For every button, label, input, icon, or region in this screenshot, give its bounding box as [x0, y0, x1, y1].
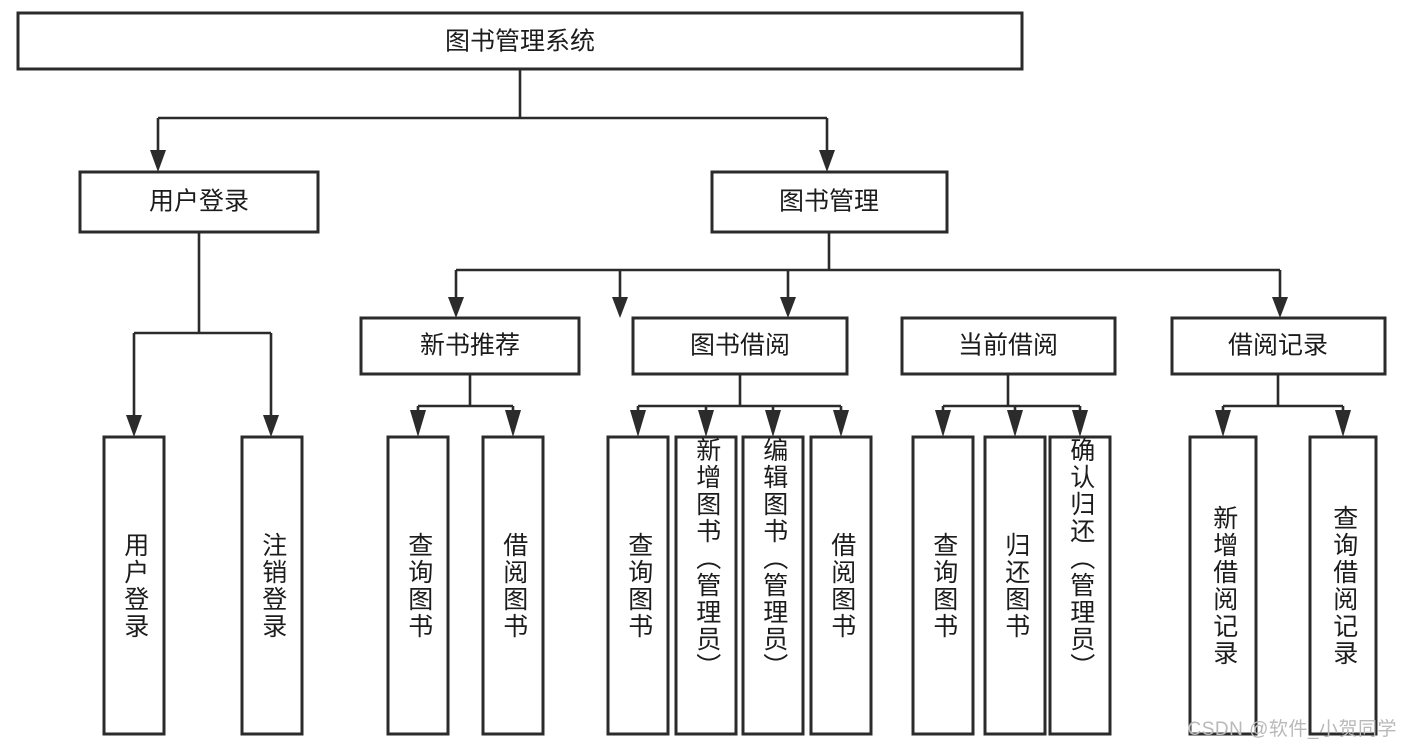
node-user-login[interactable]: 用户登录	[78, 170, 320, 234]
arrow-user-login-to-leaf-user-login	[126, 415, 142, 437]
arrow-borrow-record-to-leaf-add-record	[1215, 410, 1231, 437]
arrow-root-to-user-login	[150, 150, 166, 172]
node-borrow-record-label: 借阅记录	[1228, 332, 1328, 360]
arrow-root-to-book-manage	[819, 150, 835, 172]
node-current-borrow[interactable]: 当前借阅	[900, 316, 1117, 376]
edge-book-manage-trunk	[454, 232, 1282, 300]
edge-user-login-trunk	[132, 232, 273, 418]
node-book-manage[interactable]: 图书管理	[710, 170, 949, 234]
leaf-box-query-book-1[interactable]	[386, 435, 450, 736]
leaf-box-confirm-return[interactable]	[1048, 435, 1112, 736]
arrow-book-borrow-to-leaf-query-book-2	[630, 410, 646, 437]
edge-layer	[126, 69, 1351, 437]
arrow-book-manage-to-borrow-record	[1272, 297, 1288, 318]
arrow-book-manage-to-book-borrow	[612, 297, 628, 318]
node-book-borrow-label: 图书借阅	[690, 332, 790, 360]
leaf-box-logout[interactable]	[240, 435, 304, 736]
leaf-box-return-book[interactable]	[983, 435, 1047, 736]
leaf-box-add-book[interactable]	[674, 435, 738, 736]
arrow-book-borrow-to-leaf-borrow-book-2	[833, 410, 849, 437]
node-root-label: 图书管理系统	[445, 28, 595, 56]
edge-book-borrow-trunk	[636, 374, 843, 418]
leaf-box-edit-book[interactable]	[741, 435, 805, 736]
node-user-login-label: 用户登录	[149, 188, 249, 216]
csdn-watermark: CSDN @软件_小贺同学	[1187, 719, 1397, 740]
leaf-box-query-book-2[interactable]	[606, 435, 670, 736]
arrow-current-borrow-to-leaf-query-book-3	[935, 410, 951, 437]
leaf-box-add-record[interactable]	[1188, 435, 1258, 736]
leaf-layer	[102, 435, 1378, 736]
arrow-current-borrow-to-leaf-confirm-return	[1072, 410, 1088, 437]
node-book-borrow[interactable]: 图书借阅	[631, 316, 849, 376]
leaf-box-borrow-book-1[interactable]	[481, 435, 545, 736]
node-new-book-recommend-label: 新书推荐	[420, 332, 520, 360]
edge-root-trunk	[156, 69, 829, 152]
node-layer: 图书管理系统 用户登录 图书管理 新书推荐 图书借阅 当前借阅 借阅记录	[16, 11, 1387, 376]
leaf-box-user-login[interactable]	[102, 435, 166, 736]
arrow-user-login-to-leaf-logout	[263, 415, 279, 437]
edge-borrow-record-trunk	[1221, 374, 1345, 418]
arrow-book-borrow-to-leaf-edit-book	[765, 410, 781, 437]
node-current-borrow-label: 当前借阅	[958, 332, 1058, 360]
arrow-new-book-recommend-to-leaf-borrow-book-1	[505, 410, 521, 437]
arrow-book-manage-to-new-book-recommend	[448, 297, 464, 318]
node-borrow-record[interactable]: 借阅记录	[1170, 316, 1387, 376]
node-book-manage-label: 图书管理	[779, 188, 879, 216]
node-root[interactable]: 图书管理系统	[16, 11, 1024, 71]
arrow-borrow-record-to-leaf-query-record	[1335, 410, 1351, 437]
leaf-box-query-record[interactable]	[1308, 435, 1378, 736]
leaf-box-borrow-book-2[interactable]	[809, 435, 873, 736]
edge-new-book-recommend-trunk	[416, 374, 515, 418]
node-new-book-recommend[interactable]: 新书推荐	[359, 316, 581, 376]
arrow-book-borrow-to-leaf-add-book	[698, 410, 714, 437]
arrow-current-borrow-to-leaf-return-book	[1007, 410, 1023, 437]
arrow-book-manage-to-current-borrow	[780, 297, 796, 318]
arrow-new-book-recommend-to-leaf-query-book-1	[410, 410, 426, 437]
leaf-box-query-book-3[interactable]	[911, 435, 975, 736]
